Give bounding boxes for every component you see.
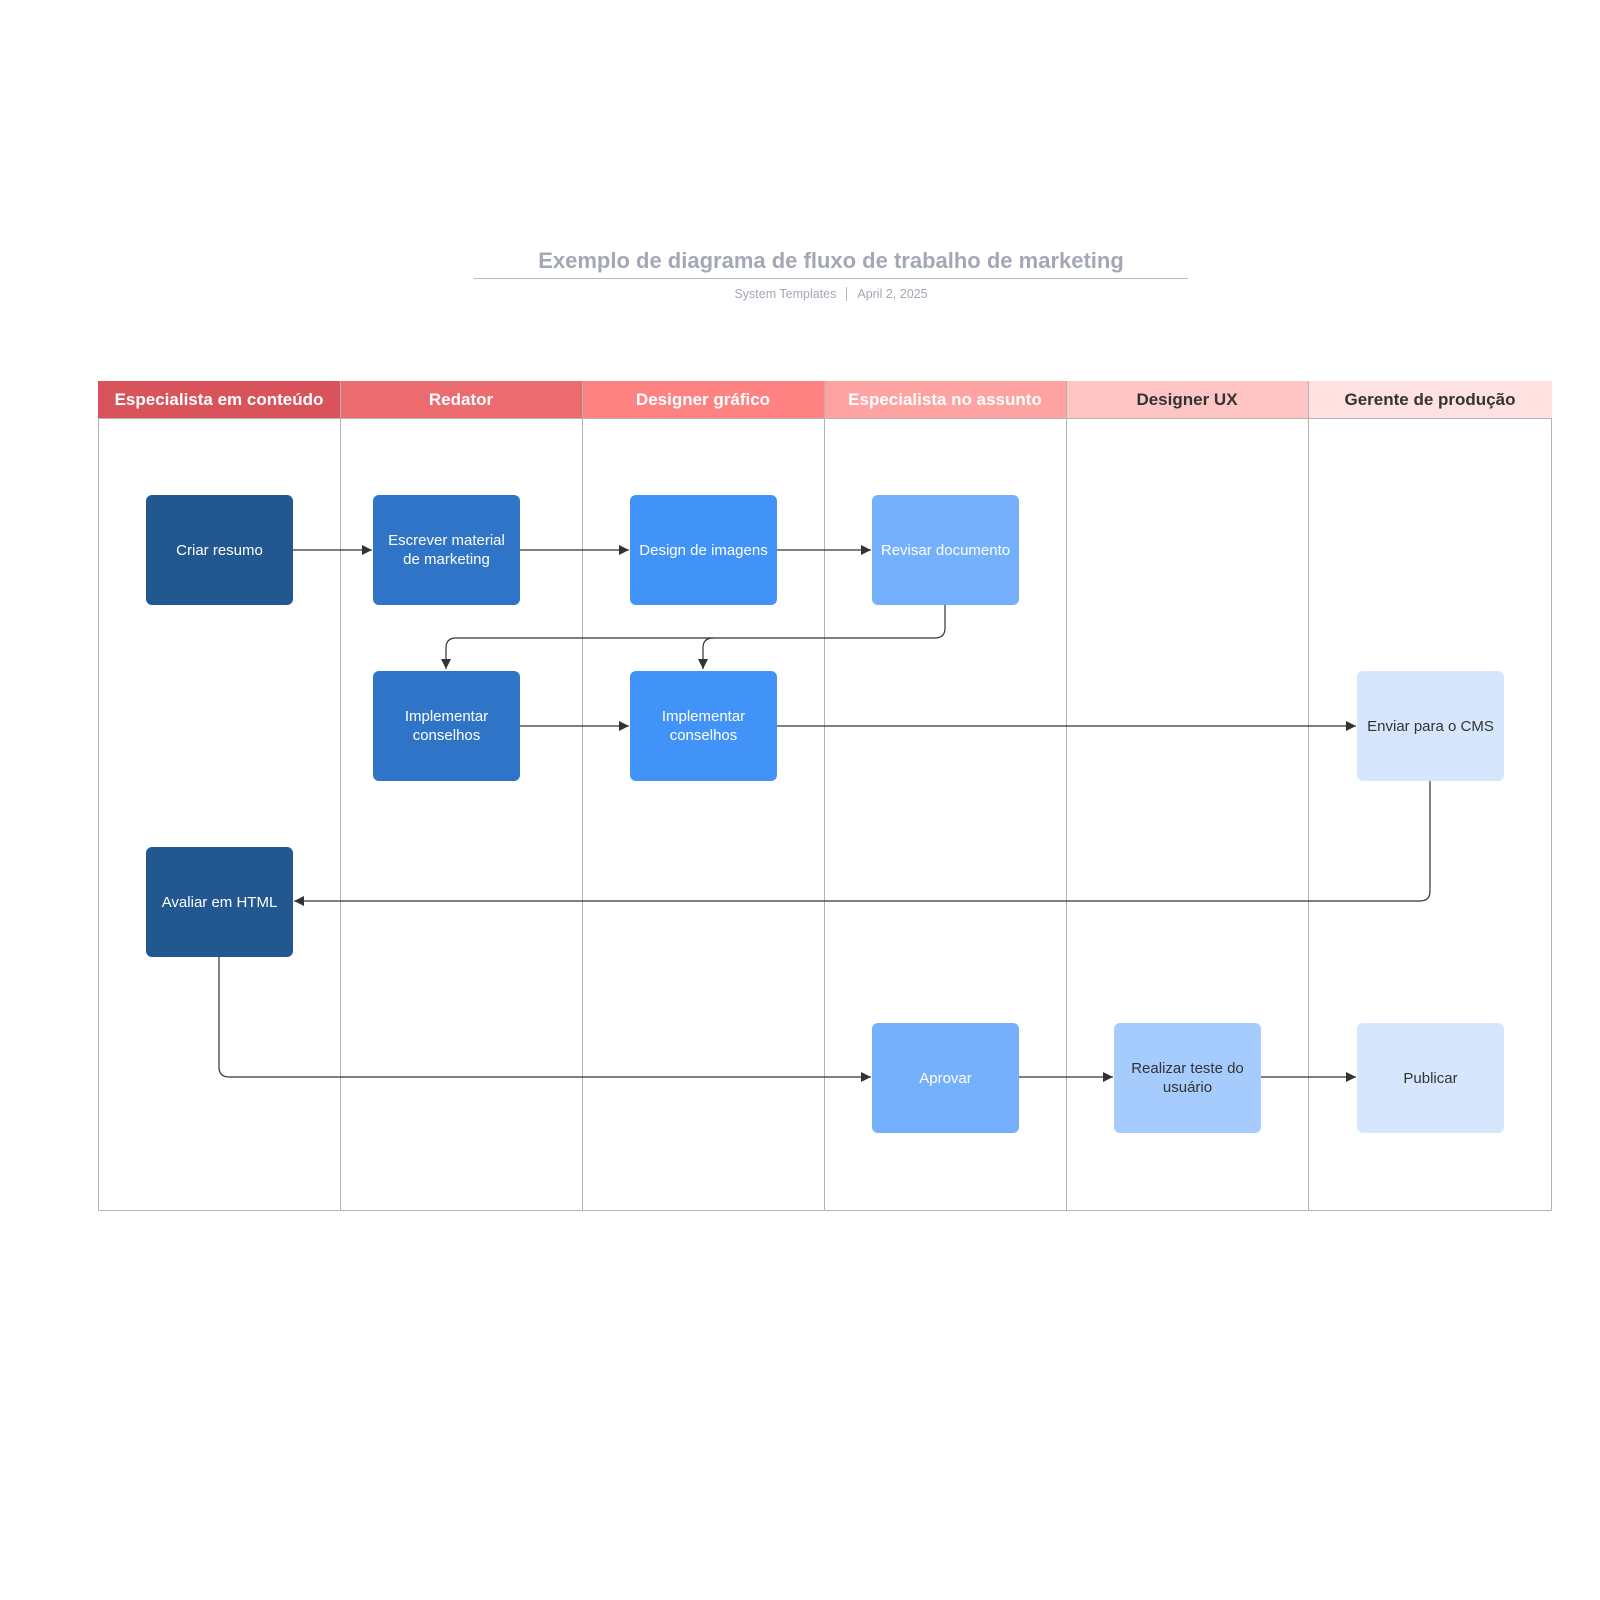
lane-divider (824, 381, 825, 1211)
lane-divider (1066, 381, 1067, 1211)
lane-header-gerente-producao[interactable]: Gerente de produção (1308, 381, 1552, 419)
subtitle-separator (846, 287, 848, 301)
node-label: Escrever material de marketing (388, 532, 505, 568)
connector-avaliar-to-aprovar (218, 957, 871, 1082)
node-realizar-teste[interactable]: Realizar teste do usuário (1114, 1023, 1261, 1133)
node-criar-resumo[interactable]: Criar resumo (146, 495, 293, 605)
connector-revisar-to-implementar-designer (702, 637, 714, 669)
node-label: Aprovar (919, 1069, 972, 1087)
lane-header-especialista-assunto[interactable]: Especialista no assunto (824, 381, 1066, 419)
node-revisar-documento[interactable]: Revisar documento (872, 495, 1019, 605)
node-enviar-cms[interactable]: Enviar para o CMS (1357, 671, 1504, 781)
lane-header-redator[interactable]: Redator (340, 381, 582, 419)
node-label: Revisar documento (880, 541, 1011, 559)
lane-header-especialista-conteudo[interactable]: Especialista em conteúdo (98, 381, 340, 419)
lane-divider (582, 381, 583, 1211)
lane-label: Designer gráfico (635, 389, 771, 409)
node-label: Avaliar em HTML (161, 893, 278, 911)
lane-label: Gerente de produção (1344, 389, 1516, 409)
node-implementar-conselhos-designer[interactable]: Implementar conselhos (630, 671, 777, 781)
lane-label: Redator (428, 389, 494, 409)
connector-cms-to-avaliar (294, 781, 1431, 906)
lane-header-designer-grafico[interactable]: Designer gráfico (582, 381, 824, 419)
node-label: Implementar conselhos (404, 708, 489, 744)
lane-label: Especialista no assunto (848, 389, 1042, 409)
connector-revisar-to-implementar-redator (441, 605, 946, 669)
author-label: System Templates (734, 287, 837, 301)
lane-divider (1308, 381, 1309, 1211)
page-title: Exemplo de diagrama de fluxo de trabalho… (474, 248, 1188, 279)
date-label: April 2, 2025 (857, 287, 928, 301)
node-label: Criar resumo (176, 541, 263, 559)
node-design-imagens[interactable]: Design de imagens (630, 495, 777, 605)
node-label: Design de imagens (639, 541, 768, 559)
node-publicar[interactable]: Publicar (1357, 1023, 1504, 1133)
node-label: Publicar (1403, 1069, 1458, 1087)
page-subtitle: System Templates April 2, 2025 (474, 287, 1188, 301)
lane-label: Especialista em conteúdo (114, 389, 324, 409)
node-label: Implementar conselhos (661, 708, 746, 744)
node-aprovar[interactable]: Aprovar (872, 1023, 1019, 1133)
lane-label: Designer UX (1136, 389, 1238, 409)
node-escrever-material[interactable]: Escrever material de marketing (373, 495, 520, 605)
node-label: Enviar para o CMS (1367, 717, 1494, 735)
lane-header-designer-ux[interactable]: Designer UX (1066, 381, 1308, 419)
lane-divider (340, 381, 341, 1211)
node-avaliar-html[interactable]: Avaliar em HTML (146, 847, 293, 957)
node-implementar-conselhos-redator[interactable]: Implementar conselhos (373, 671, 520, 781)
node-label: Realizar teste do usuário (1131, 1060, 1244, 1096)
